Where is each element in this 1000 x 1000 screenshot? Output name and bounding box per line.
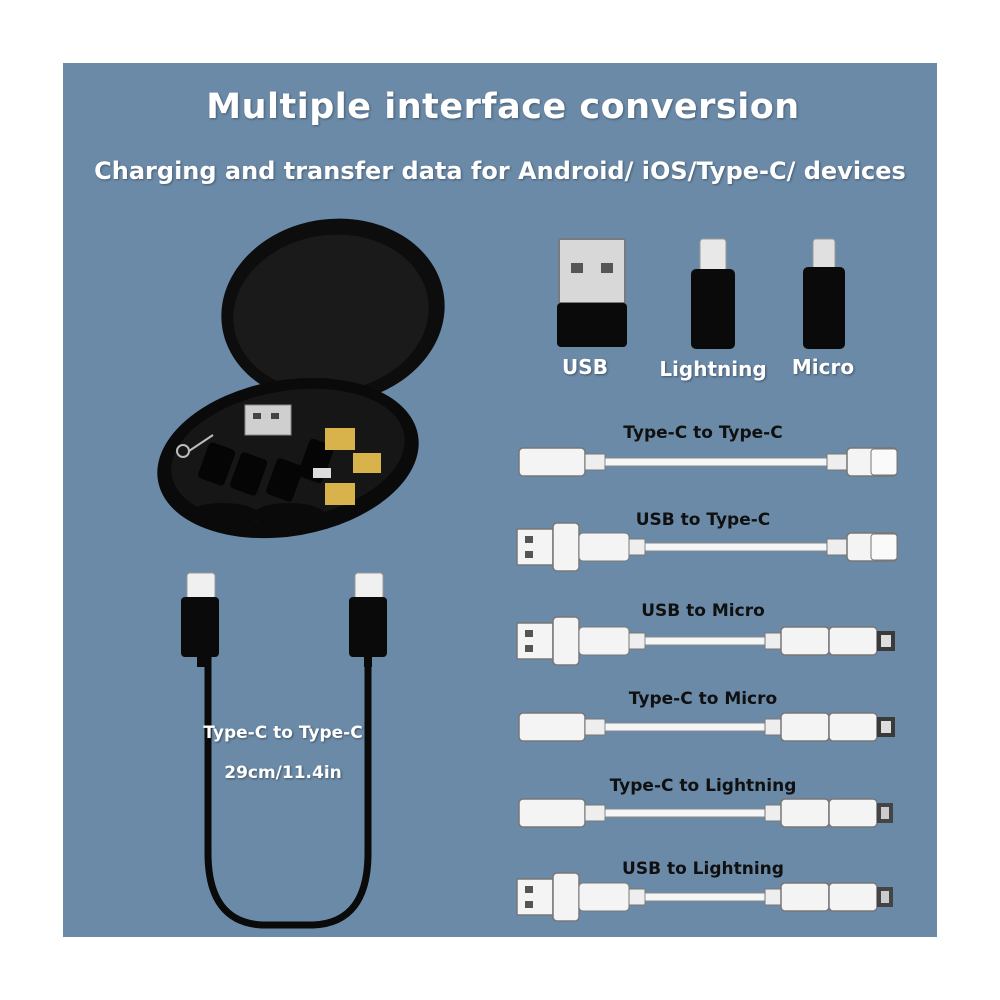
page-subtitle: Charging and transfer data for Android/ …: [94, 157, 906, 185]
adapter-label-micro: Micro: [791, 355, 855, 379]
short-cable-image: [181, 572, 387, 929]
cable-label-usb-to-micro: USB to Micro: [641, 601, 765, 621]
lightning-adapter-icon: [691, 238, 735, 349]
cable-usb-to-type-c: [516, 522, 898, 572]
micro-usb-adapter-icon: [803, 238, 845, 349]
storage-case-image: [157, 218, 445, 539]
cable-type-c-to-lightning: [518, 798, 893, 828]
cables-list: [516, 447, 898, 922]
cable-label-usb-to-type-c: USB to Type-C: [635, 510, 771, 530]
cable-type-c-to-micro: [518, 712, 895, 742]
cable-label-type-c-to-type-c: Type-C to Type-C: [623, 423, 783, 443]
cable-label-type-c-to-micro: Type-C to Micro: [628, 689, 778, 709]
cable-type-c-to-type-c: [518, 447, 898, 477]
cable-usb-to-micro: [516, 616, 895, 666]
cable-usb-to-lightning: [516, 872, 893, 922]
usb-adapter-icon: [557, 238, 627, 347]
short-cable-type-label: Type-C to Type-C: [203, 723, 363, 743]
adapter-label-usb: USB: [562, 355, 608, 379]
cable-label-type-c-to-lightning: Type-C to Lightning: [609, 776, 797, 796]
page-title: Multiple interface conversion: [206, 87, 800, 127]
short-cable-length-label: 29cm/11.4in: [224, 763, 342, 783]
product-panel: Multiple interface conversion Charging a…: [63, 63, 937, 937]
adapter-icons: [557, 238, 845, 349]
cable-label-usb-to-lightning: USB to Lightning: [622, 859, 784, 879]
adapter-label-lightning: Lightning: [659, 357, 767, 381]
